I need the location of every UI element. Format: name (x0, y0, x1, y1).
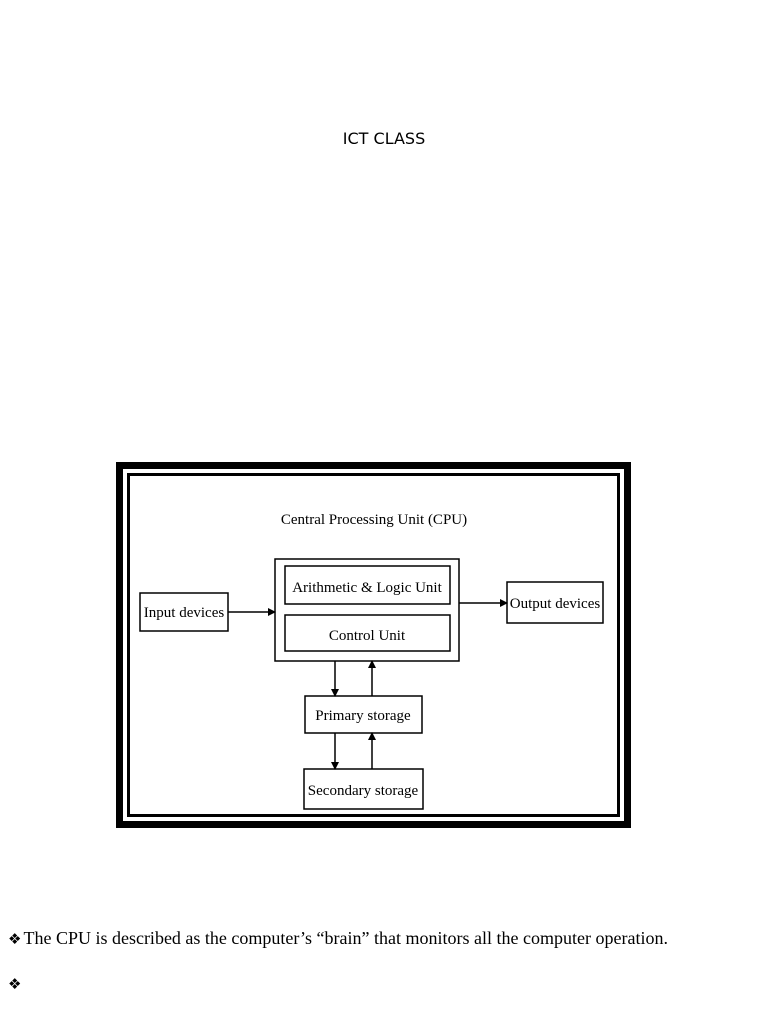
bullet-item: ❖The CPU is described as the computer’s … (8, 928, 763, 949)
diamond-bullet-icon: ❖ (8, 930, 22, 948)
cpu-box (274, 558, 460, 662)
frame-inner-border (127, 473, 620, 817)
alu-box (284, 565, 451, 605)
diamond-bullet-icon: ❖ (8, 975, 22, 993)
cpu-diagram-figure: Central Processing Unit (CPU) Arithmetic… (116, 462, 631, 828)
bullet-item: ❖ (8, 973, 763, 994)
primary-storage-box (304, 695, 423, 734)
frame-white-band (123, 469, 624, 821)
page-title: ICT CLASS (342, 129, 426, 148)
bullet-text: The CPU is described as the computer’s “… (23, 928, 668, 948)
input-devices-label: Input devices (144, 605, 225, 621)
primary-storage-label: Primary storage (315, 708, 411, 724)
cpu-block-diagram: Central Processing Unit (CPU) Arithmetic… (139, 512, 604, 810)
cpu-label: Central Processing Unit (CPU) (281, 512, 467, 528)
alu-label: Arithmetic & Logic Unit (292, 580, 442, 596)
control-unit-label: Control Unit (329, 628, 406, 644)
secondary-storage-label: Secondary storage (308, 783, 419, 799)
output-devices-label: Output devices (510, 596, 601, 612)
secondary-storage-box (303, 768, 424, 810)
control-unit-box (284, 614, 451, 652)
